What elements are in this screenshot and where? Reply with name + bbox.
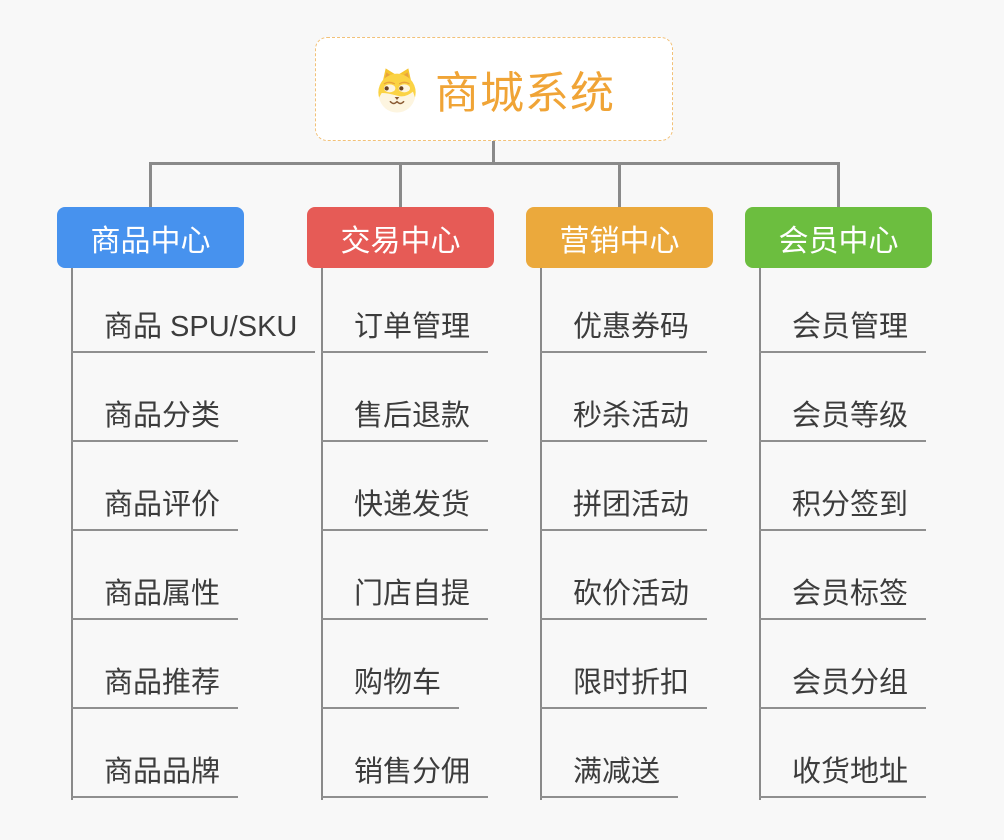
leaf-node[interactable]: 销售分佣 — [321, 757, 489, 798]
leaf-node[interactable]: 限时折扣 — [540, 668, 708, 709]
branch-stem-line — [540, 268, 542, 800]
leaf-node[interactable]: 商品分类 — [71, 401, 239, 442]
leaf-node[interactable]: 商品品牌 — [71, 757, 239, 798]
branch-node-product-center[interactable]: 商品中心 — [57, 207, 244, 268]
leaf-node[interactable]: 售后退款 — [321, 401, 489, 442]
branch-stem-line — [759, 268, 761, 800]
leaf-node[interactable]: 积分签到 — [759, 490, 927, 531]
leaf-node[interactable]: 商品评价 — [71, 490, 239, 531]
leaf-node[interactable]: 优惠券码 — [540, 312, 708, 353]
leaf-node[interactable]: 满减送 — [540, 757, 679, 798]
branch-node-member-center[interactable]: 会员中心 — [745, 207, 932, 268]
branch-node-trade-center[interactable]: 交易中心 — [307, 207, 494, 268]
leaf-node[interactable]: 会员管理 — [759, 312, 927, 353]
leaf-node[interactable]: 商品推荐 — [71, 668, 239, 709]
leaf-node[interactable]: 秒杀活动 — [540, 401, 708, 442]
leaf-node[interactable]: 会员分组 — [759, 668, 927, 709]
leaf-node[interactable]: 商品 SPU/SKU — [71, 312, 316, 353]
leaf-node[interactable]: 会员等级 — [759, 401, 927, 442]
leaf-node[interactable]: 会员标签 — [759, 579, 927, 620]
connector-drop-marketing — [618, 164, 621, 207]
leaf-node[interactable]: 购物车 — [321, 668, 460, 709]
branch-column-member: 会员中心 会员管理 会员等级 积分签到 会员标签 会员分组 收货地址 — [745, 207, 1004, 827]
connector-horizontal-bar — [149, 162, 840, 165]
connector-drop-member — [837, 164, 840, 207]
branch-column-trade: 交易中心 订单管理 售后退款 快递发货 门店自提 购物车 销售分佣 — [307, 207, 567, 827]
leaf-node[interactable]: 商品属性 — [71, 579, 239, 620]
leaf-node[interactable]: 砍价活动 — [540, 579, 708, 620]
leaf-node[interactable]: 拼团活动 — [540, 490, 708, 531]
dog-face-icon — [378, 68, 416, 113]
root-node-label: 商城系统 — [435, 69, 615, 118]
connector-root-stem — [492, 141, 495, 164]
branch-stem-line — [321, 268, 323, 800]
branch-stem-line — [71, 268, 73, 800]
leaf-node[interactable]: 收货地址 — [759, 757, 927, 798]
leaf-node[interactable]: 门店自提 — [321, 579, 489, 620]
leaf-node[interactable]: 订单管理 — [321, 312, 489, 353]
branch-column-product: 商品中心 商品 SPU/SKU 商品分类 商品评价 商品属性 商品推荐 商品品牌 — [57, 207, 317, 827]
root-node-mall-system[interactable]: 商城系统 — [315, 37, 673, 141]
connector-drop-trade — [399, 164, 402, 207]
branch-node-marketing-center[interactable]: 营销中心 — [526, 207, 713, 268]
branch-column-marketing: 营销中心 优惠券码 秒杀活动 拼团活动 砍价活动 限时折扣 满减送 — [526, 207, 786, 827]
connector-drop-product — [149, 164, 152, 207]
leaf-node[interactable]: 快递发货 — [321, 490, 489, 531]
